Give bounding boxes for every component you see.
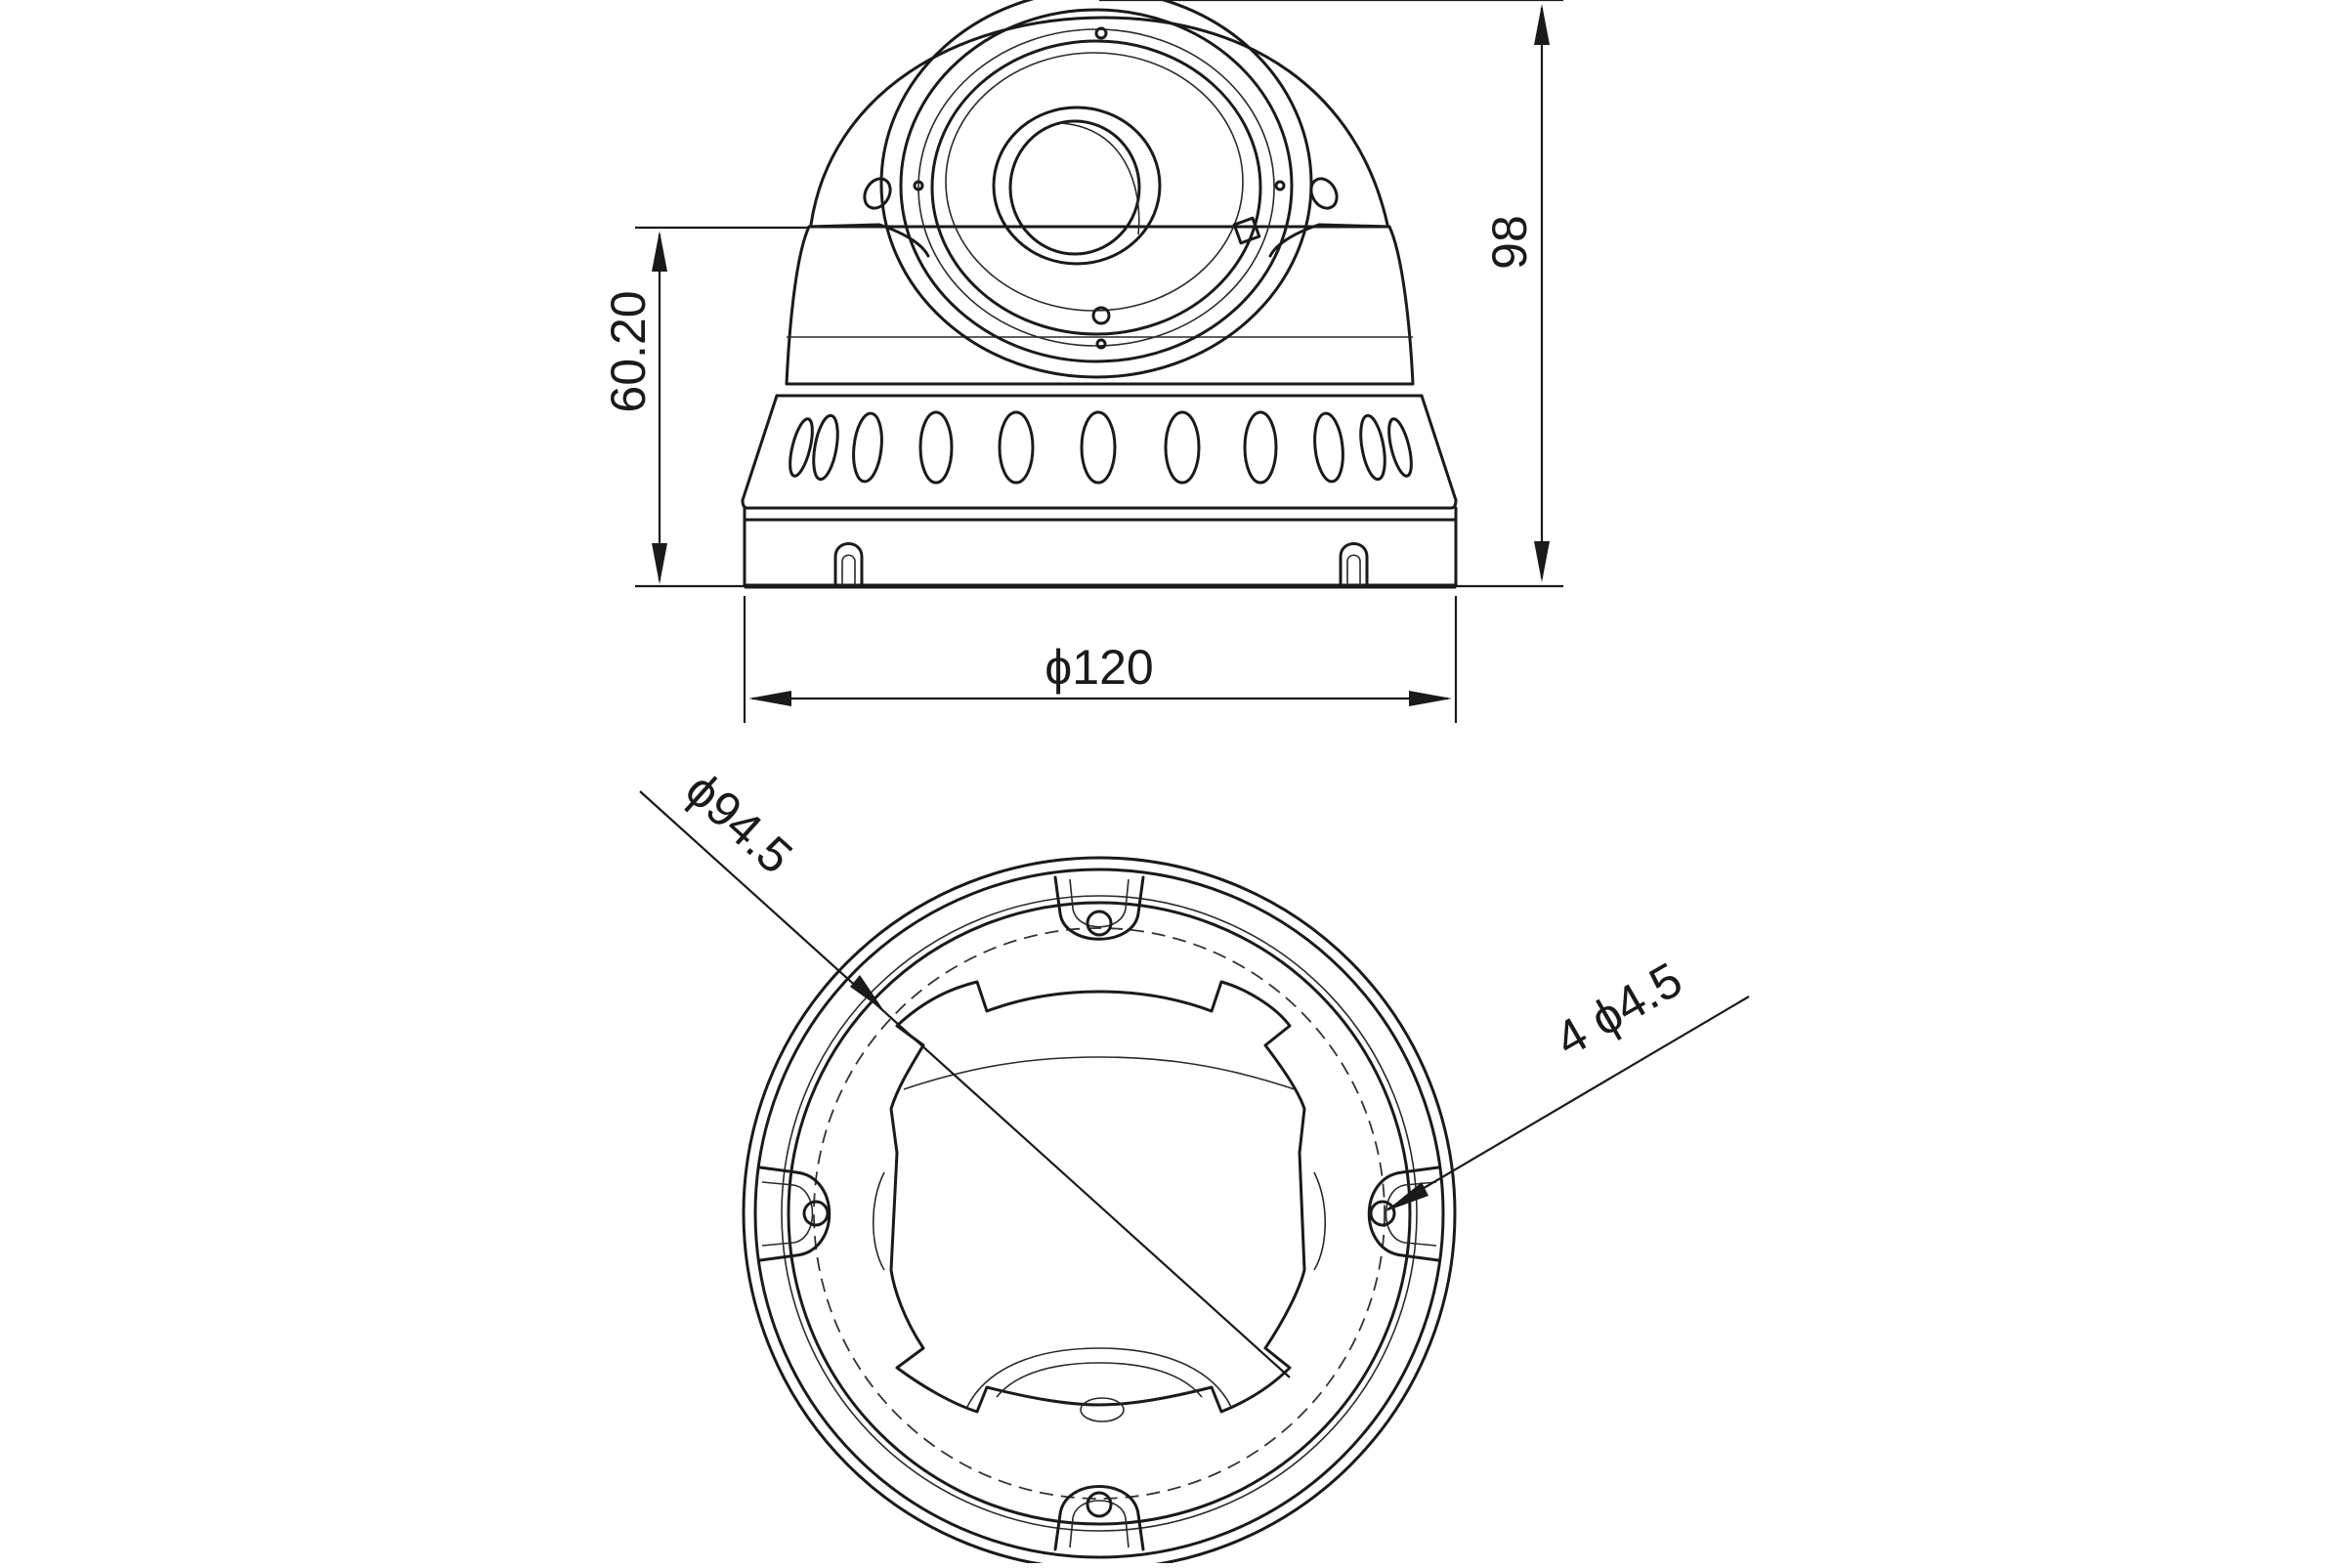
dimension-inner-diameter: ϕ94.5 <box>639 762 1291 1378</box>
mounting-hole-left <box>758 1165 831 1262</box>
mounting-hole-right <box>1367 1165 1440 1262</box>
inner-bore-dashed <box>813 927 1386 1500</box>
bottom-view: ϕ94.5 4 ϕ4.5 <box>639 762 1750 1568</box>
base-ring <box>743 506 1458 589</box>
dimension-total-height: 98 <box>1099 0 1563 588</box>
label-inner-diameter: ϕ94.5 <box>675 762 803 884</box>
lens <box>992 106 1162 266</box>
mounting-hole-top <box>1053 875 1145 941</box>
label-total-height: 98 <box>1482 215 1537 270</box>
lens-housing <box>863 0 1339 379</box>
side-view: 98 60.20 ϕ120 <box>601 0 1563 723</box>
inner-opening <box>889 980 1306 1414</box>
outer-rim <box>742 856 1457 1568</box>
label-mounting-holes: 4 ϕ4.5 <box>1546 952 1691 1067</box>
dimension-base-height: 60.20 <box>601 226 809 588</box>
vent-ring <box>741 394 1458 510</box>
label-base-height: 60.20 <box>601 290 656 412</box>
dimension-outer-diameter: ϕ120 <box>743 596 1458 723</box>
mounting-hole-bottom <box>1053 1485 1145 1551</box>
dome-outline <box>809 16 1389 227</box>
label-outer-diameter: ϕ120 <box>1045 640 1153 695</box>
vent-slots <box>789 410 1413 485</box>
